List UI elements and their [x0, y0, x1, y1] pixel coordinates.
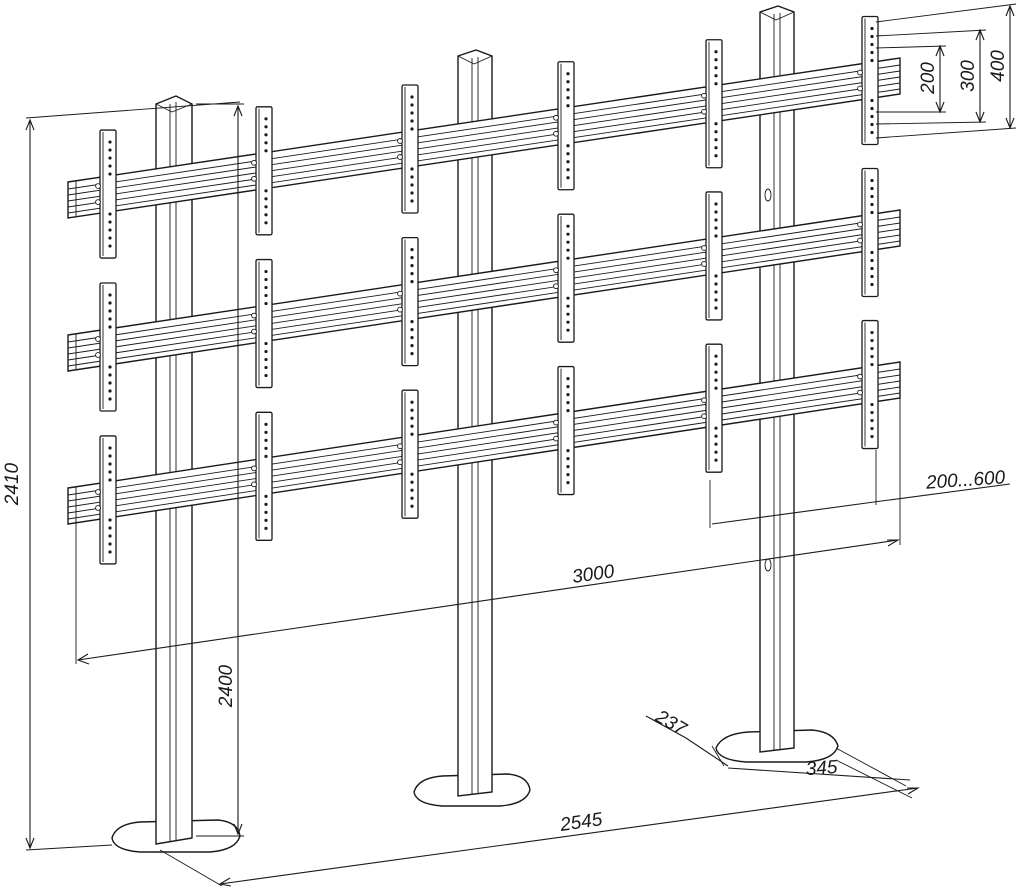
bracket-bottom-2 [251, 411, 273, 541]
bracket-middle-1 [95, 282, 117, 412]
rail-middle [67, 209, 901, 372]
bracket-middle-5 [701, 191, 723, 321]
bracket-middle-6 [857, 167, 879, 298]
bracket-top-3 [397, 84, 419, 214]
bracket-middle-2 [251, 258, 273, 389]
bracket-top-6 [857, 15, 879, 146]
bracket-bottom-4 [553, 365, 575, 496]
bracket-bottom-1 [95, 435, 117, 565]
rail-bottom [67, 361, 901, 525]
label-overall-height: 2410 [2, 462, 23, 506]
bracket-top-5 [701, 39, 723, 169]
bracket-bottom-6 [857, 319, 879, 450]
label-base-width: 345 [805, 757, 839, 780]
bracket-bottom-5 [701, 343, 723, 473]
dimension-labels: 2410 2400 3000 200...600 2545 237 345 20… [2, 50, 1009, 836]
bracket-bottom-3 [397, 389, 419, 519]
label-rail-length: 3000 [571, 561, 616, 588]
bracket-top-2 [251, 106, 273, 236]
bracket-top-4 [553, 61, 575, 191]
label-bracket-range: 200...600 [924, 467, 1006, 494]
post-middle [457, 49, 493, 797]
label-post-height: 2400 [216, 664, 237, 708]
label-vesa-400: 400 [988, 50, 1009, 82]
label-vesa-300: 300 [958, 60, 979, 92]
bracket-middle-4 [553, 213, 575, 343]
label-base-depth: 237 [651, 706, 691, 741]
bracket-middle-3 [397, 236, 419, 367]
dimension-lines [25, 3, 1017, 887]
rails [67, 57, 901, 525]
rail-top [67, 57, 901, 219]
label-vesa-200: 200 [918, 62, 939, 95]
mounting-brackets [95, 15, 879, 565]
bracket-top-1 [95, 129, 117, 259]
